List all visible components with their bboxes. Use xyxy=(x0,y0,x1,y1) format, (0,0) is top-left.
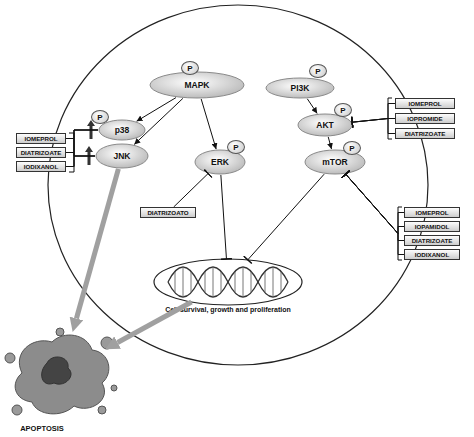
node-ellipse xyxy=(298,114,352,136)
inhibition-line xyxy=(352,104,395,123)
drug-box: DIATRIZOATE xyxy=(395,128,455,139)
node-label: IOMEPROL xyxy=(408,100,441,107)
apoptosis-arrow xyxy=(118,302,192,342)
node-label: IOMEPROL xyxy=(415,209,448,216)
node-label: DIATRIZOATO xyxy=(147,209,188,216)
inhibition-line xyxy=(346,174,404,254)
effect-line xyxy=(66,130,98,167)
kinase-node: AKTP xyxy=(297,113,353,137)
inhibition-line xyxy=(346,174,404,233)
activation-arrow xyxy=(307,99,317,114)
cell-membrane xyxy=(48,5,428,365)
kinase-node: ERKP xyxy=(194,149,246,175)
apoptosis-arrow xyxy=(76,169,118,319)
drug-box: IODIXANOL xyxy=(404,249,460,260)
effect-line xyxy=(66,156,95,167)
connectors xyxy=(66,98,404,343)
apoptotic-body xyxy=(101,337,113,349)
effect-line xyxy=(66,130,98,153)
cell-body xyxy=(15,335,109,414)
node-label: DIATRIZOATE xyxy=(405,130,446,137)
node-label: IOPROMIDE xyxy=(407,115,442,122)
node-label: DIATRIZOATE xyxy=(412,237,453,244)
apoptotic-body xyxy=(12,405,22,415)
increase-arrow xyxy=(85,146,93,165)
apoptotic-body xyxy=(111,385,117,391)
apoptotic-body xyxy=(56,328,64,336)
kinase-node: PI3KP xyxy=(265,77,335,99)
inhibition-line xyxy=(346,174,404,233)
activation-arrow xyxy=(328,137,331,149)
drug-box: IOMEPROL xyxy=(16,133,66,144)
nucleus-ellipse xyxy=(154,259,302,305)
inhibition-line xyxy=(174,174,208,207)
inhibition-line xyxy=(352,119,395,134)
inhibition-line xyxy=(352,119,395,123)
apoptosis-cell: APOPTOSIS xyxy=(2,328,120,435)
apoptotic-body xyxy=(98,406,106,414)
dna-rungs xyxy=(175,267,281,297)
node-label: APOPTOSIS xyxy=(2,424,82,433)
increase-arrow xyxy=(87,120,95,139)
phospho-label: P xyxy=(309,64,327,78)
node-label: Cell survival, growth and proliferation xyxy=(143,306,313,313)
inhibition-line xyxy=(221,175,227,259)
phospho-label: P xyxy=(227,140,245,154)
dna-strand xyxy=(168,267,288,297)
kinase-node: p38P xyxy=(98,119,146,141)
dna-helix xyxy=(168,267,288,297)
drug-box: IOPAMIDOL xyxy=(404,221,460,232)
node-label: JNK xyxy=(95,143,149,169)
node-label: IOMEPROL xyxy=(24,135,57,142)
inhibition-line xyxy=(248,174,324,260)
activation-arrow xyxy=(134,98,183,144)
activation-arrow xyxy=(137,98,176,122)
drug-box: DIATRIZOATE xyxy=(404,235,460,246)
node-ellipse xyxy=(150,72,244,98)
bracket xyxy=(388,98,392,139)
drug-box: IOMEPROL xyxy=(395,98,455,109)
node-label: IODIXANOL xyxy=(415,251,449,258)
node-outline xyxy=(143,258,313,306)
drug-box: IOMEPROL xyxy=(404,207,460,218)
node-ellipse xyxy=(266,78,334,98)
kinase-node: JNK xyxy=(95,143,149,169)
effect-line xyxy=(66,130,98,139)
node-label: PI3K xyxy=(265,77,335,99)
kinase-node: MAPKP xyxy=(149,71,245,99)
condensed-nucleus xyxy=(42,357,71,384)
effect-line xyxy=(66,153,95,157)
apoptotic-cell-drawing xyxy=(2,328,120,420)
node-label: IODIXANOL xyxy=(24,163,58,170)
phospho-label: P xyxy=(343,141,361,155)
drug-box: DIATRIZOATE xyxy=(16,147,66,158)
dna-strand xyxy=(168,267,288,297)
node-label: MAPK xyxy=(149,71,245,99)
phospho-label: P xyxy=(91,110,109,124)
effect-line xyxy=(66,139,95,157)
apoptotic-body xyxy=(5,353,15,363)
dna-node: Cell survival, growth and proliferation xyxy=(143,258,313,320)
phospho-label: P xyxy=(181,61,199,75)
node-label: IOPAMIDOL xyxy=(415,223,450,230)
bracket xyxy=(398,207,402,260)
activation-arrow xyxy=(201,99,216,149)
inhibition-line xyxy=(346,174,404,240)
node-label: DIATRIZOATE xyxy=(21,149,62,156)
drug-box: IOPROMIDE xyxy=(395,113,455,124)
node-ellipse xyxy=(96,144,148,168)
kinase-node: mTORP xyxy=(304,149,366,175)
bracket xyxy=(69,133,74,172)
phospho-label: P xyxy=(334,103,352,117)
drug-box: DIATRIZOATO xyxy=(140,207,196,218)
node-ellipse xyxy=(99,120,145,140)
drug-box: IODIXANOL xyxy=(16,161,66,172)
